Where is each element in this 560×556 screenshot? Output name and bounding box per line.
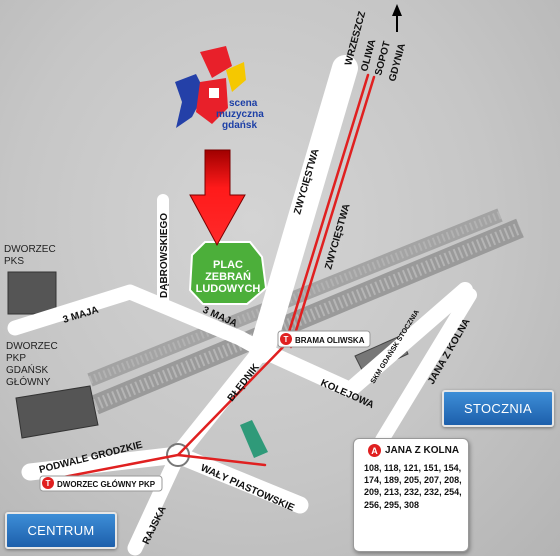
stocznia-button[interactable]: STOCZNIA [442, 390, 554, 427]
label-dworzec-pks-1: DWORZEC [4, 244, 56, 255]
bus-stop-name: JANA Z KOLNA [385, 445, 460, 456]
logo-text-3: gdańsk [222, 120, 257, 131]
tram-stop-brama-oliwska[interactable]: T BRAMA OLIWSKA [277, 330, 371, 348]
logo-text-2: muzyczna [216, 109, 264, 120]
tram-stop-label: DWORZEC GŁÓWNY PKP [57, 480, 156, 489]
label-plac-3: LUDOWYCH [196, 283, 261, 295]
label-dworzec-pks-2: PKS [4, 256, 24, 267]
street-dabrowskiego: DĄBROWSKIEGO [159, 213, 170, 298]
scena-muzyczna-logo [175, 46, 246, 128]
railway-tracks [87, 208, 524, 415]
logo-text-1: scena [229, 98, 258, 109]
bus-stop-info: A JANA Z KOLNA 108, 118, 121, 151, 154, … [353, 438, 469, 552]
tram-route [46, 73, 376, 482]
label-dworzec-pkp-2: PKP [6, 353, 26, 364]
north-arrow-icon [392, 4, 402, 32]
bus-icon: A [368, 444, 381, 457]
tram-stop-label: BRAMA OLIWSKA [295, 336, 365, 345]
label-plac-2: ZEBRAŃ [205, 270, 251, 283]
label-dworzec-pkp-4: GŁÓWNY [6, 375, 51, 388]
roads [7, 55, 477, 556]
dworzec-pks-building [7, 271, 57, 315]
label-dworzec-pkp-3: GDAŃSK [6, 363, 49, 376]
label-plac-1: PLAC [213, 259, 243, 271]
bus-lines: 108, 118, 121, 151, 154, 174, 189, 205, … [364, 463, 462, 510]
dworzec-pkp-building [15, 385, 99, 439]
tram-icon: T [46, 479, 51, 488]
plac-zebran-ludowych[interactable] [188, 241, 268, 305]
label-dworzec-pkp-1: DWORZEC [6, 341, 58, 352]
centrum-button[interactable]: CENTRUM [5, 512, 117, 549]
roundabout [166, 443, 190, 467]
green-area [240, 420, 268, 458]
pointer-arrow [189, 149, 246, 247]
tram-stop-dworzec-glowny[interactable]: T DWORZEC GŁÓWNY PKP [39, 475, 163, 492]
tram-icon: T [284, 335, 289, 344]
bus-stop-header: A JANA Z KOLNA [368, 444, 468, 457]
street-zwyciestwa-2: ZWYCIĘSTWA [323, 203, 352, 271]
